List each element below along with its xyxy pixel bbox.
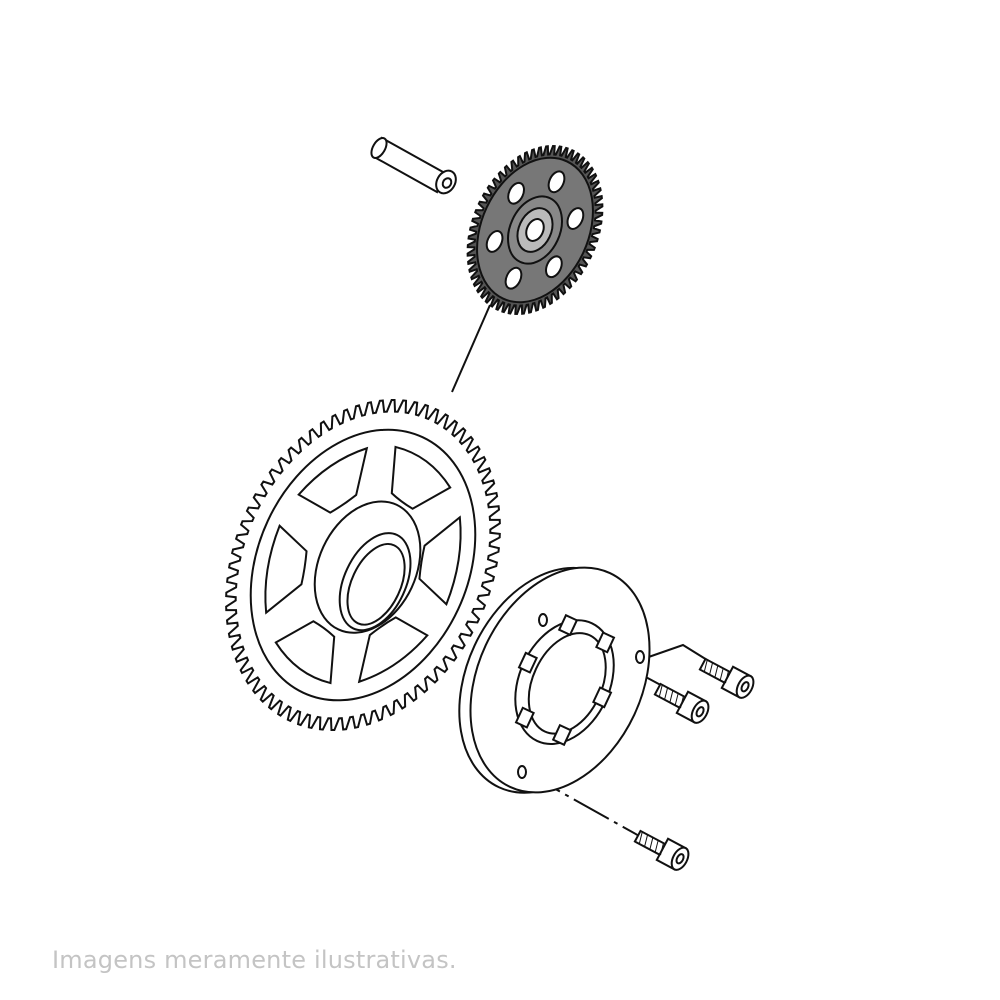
thread-line: [654, 840, 659, 853]
lightening-hole: [504, 266, 523, 290]
thread-line: [674, 693, 679, 706]
lightening-hole: [507, 181, 525, 205]
sprag: [514, 706, 535, 729]
bolt: [698, 657, 755, 699]
sprag: [551, 723, 573, 747]
spoke-window: [264, 523, 308, 615]
gear-bore: [525, 218, 545, 242]
hex-socket: [740, 681, 750, 693]
leader-line-gear: [451, 304, 491, 393]
bolt-hole: [635, 650, 645, 664]
hex-socket: [695, 706, 705, 718]
one-way-clutch: [458, 566, 651, 794]
gear-rim: [249, 428, 477, 702]
sprag: [595, 631, 616, 654]
small-idler-gear: [466, 145, 604, 315]
bolt-hole: [538, 613, 548, 627]
spoke-window: [390, 445, 452, 510]
disclaimer-caption: Imagens meramente ilustrativas.: [52, 946, 457, 974]
lightening-hole: [485, 230, 504, 253]
bolt: [633, 829, 690, 871]
bolts: [633, 657, 755, 871]
spoke-window: [357, 616, 429, 684]
thread-line: [724, 671, 729, 684]
hub-bore: [346, 543, 406, 626]
thread-line: [638, 831, 643, 844]
lightening-hole: [545, 255, 563, 279]
thread-line: [658, 684, 663, 697]
thread-line: [664, 687, 669, 700]
sprag: [557, 613, 579, 637]
lightening-hole: [547, 170, 566, 194]
thread-line: [719, 668, 724, 681]
spoke-window: [274, 620, 336, 685]
sprag: [517, 651, 538, 674]
bolt: [653, 682, 710, 724]
thread-line: [709, 662, 714, 675]
large-starter-gear: [225, 398, 501, 732]
bolt-hole: [517, 765, 527, 779]
thread-line: [679, 696, 684, 709]
thread-line: [703, 659, 708, 672]
hex-socket: [675, 853, 685, 865]
thread-line: [714, 665, 719, 678]
sprag: [592, 686, 613, 709]
thread-line: [669, 690, 674, 703]
thread-line: [644, 834, 649, 847]
thread-line: [659, 843, 664, 856]
thread-line: [649, 837, 654, 850]
spoke-window: [418, 515, 462, 607]
spoke-window: [297, 446, 369, 514]
lightening-hole: [566, 207, 585, 230]
pin-shaft: [370, 136, 457, 195]
